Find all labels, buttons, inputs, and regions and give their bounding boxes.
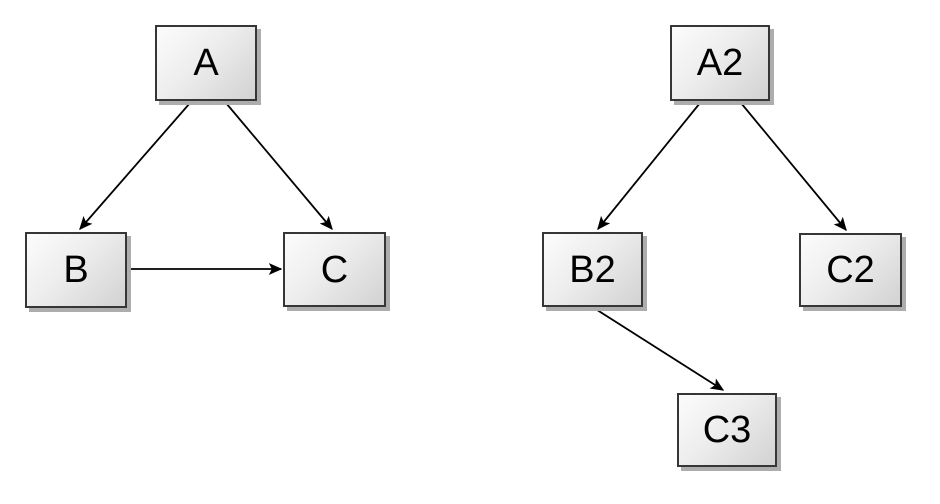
node-c-label: C [320, 248, 349, 291]
node-c3: C3 [677, 393, 777, 467]
edge-a2-to-c2-arrow [740, 102, 847, 232]
node-b-label: B [63, 249, 89, 291]
node-c2: C2 [799, 233, 902, 307]
node-c3-label: C3 [702, 409, 752, 451]
node-a2: A2 [670, 25, 770, 101]
node-b2-label: B2 [569, 248, 616, 291]
edge-b2-to-c3-arrow [593, 307, 725, 391]
node-b2: B2 [542, 232, 643, 307]
node-c2-label: C2 [826, 249, 875, 291]
edge-a2-to-b2-arrow [597, 102, 701, 231]
edge-a-to-b-arrow [79, 102, 191, 231]
edge-a-to-c-arrow [225, 102, 333, 231]
node-a2-label: A2 [696, 42, 744, 84]
node-a-label: A [193, 42, 219, 84]
node-a: A [155, 25, 257, 101]
node-b: B [25, 232, 127, 308]
node-c: C [283, 232, 386, 307]
